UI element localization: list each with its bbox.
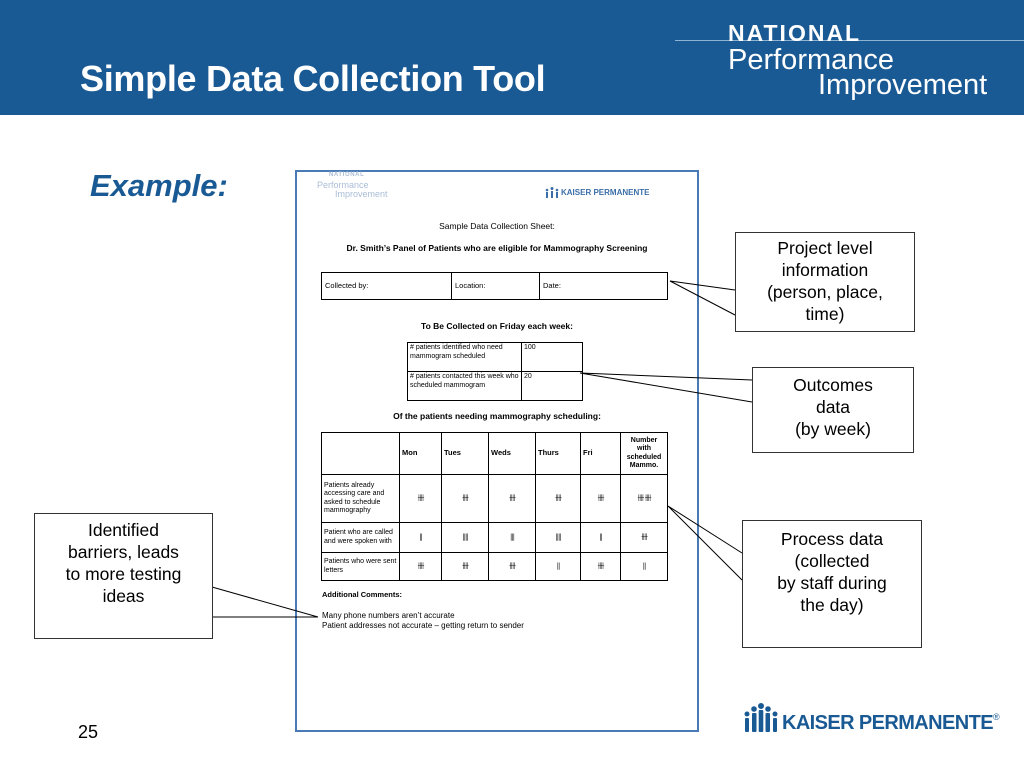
doc-npi-line2: Performance — [317, 180, 369, 190]
doc-subtitle: Dr. Smith’s Panel of Patients who are el… — [346, 243, 648, 253]
tally-mark: 卌 — [441, 552, 489, 581]
weekly-row-value: 100 — [521, 342, 583, 372]
table-row: Patients who were sent letters 卌 卌 卌 || … — [321, 552, 668, 581]
weekly-outcomes-table: # patients identified who need mammogram… — [407, 342, 583, 401]
process-connector — [667, 505, 743, 581]
callout-line: Project level — [777, 238, 873, 258]
npi-logo-line1: NATIONAL — [728, 20, 862, 46]
tally-mark: 卌 — [580, 552, 621, 581]
tally-mark: 卌 卌 — [620, 474, 668, 523]
kaiser-figures-icon — [545, 187, 559, 198]
npi-logo-line2: Performance — [728, 44, 895, 76]
comments-heading: Additional Comments: — [322, 590, 402, 599]
collected-by-cell: Collected by: — [321, 272, 452, 300]
callout-line: information — [781, 260, 869, 280]
sample-data-sheet: NATIONAL Performance Improvement KAISER … — [295, 170, 699, 732]
callout-line: (person, place, — [767, 282, 883, 302]
doc-kaiser-logo: KAISER PERMANENTE — [544, 186, 674, 200]
outcomes-connector — [579, 372, 753, 403]
project-info-table: Collected by: Location: Date: — [321, 272, 668, 300]
slide-title: Simple Data Collection Tool — [80, 58, 546, 99]
kaiser-logo-text: KAISER PERMANENTE® — [782, 712, 1000, 735]
doc-title: Sample Data Collection Sheet: — [439, 221, 555, 231]
process-heading: Of the patients needing mammography sche… — [393, 411, 601, 421]
callout-line: (collected — [794, 551, 870, 571]
barriers-callout: Identified barriers, leads to more testi… — [34, 513, 213, 639]
row-label: Patients already accessing care and aske… — [321, 474, 400, 523]
doc-kaiser-text: KAISER PERMANENTE — [561, 188, 650, 197]
project-level-callout: Project level information (person, place… — [735, 232, 915, 332]
col-weds: Weds — [488, 432, 536, 475]
tally-mark: 卌 — [399, 552, 442, 581]
callout-line: Outcomes — [793, 375, 873, 395]
doc-npi-line1: NATIONAL — [329, 172, 365, 178]
table-row: # patients contacted this week who sched… — [407, 371, 583, 401]
registered-mark: ® — [992, 712, 1000, 722]
title-banner — [0, 0, 1024, 115]
comment-line: Many phone numbers aren’t accurate — [322, 611, 455, 620]
process-data-table: Mon Tues Weds Thurs Fri Number with sche… — [321, 432, 668, 581]
kaiser-logo-name: KAISER PERMANENTE — [782, 712, 994, 734]
callout-line: Identified — [87, 520, 160, 540]
process-callout: Process data (collected by staff during … — [742, 520, 922, 648]
callout-line: Process data — [780, 529, 884, 549]
tally-mark: 卌 — [488, 552, 536, 581]
date-cell: Date: — [539, 272, 668, 300]
callout-line: data — [815, 397, 851, 417]
callout-line: ideas — [102, 586, 145, 606]
project-connector — [669, 280, 736, 316]
weekly-row-value: 20 — [521, 371, 583, 401]
barriers-connector — [211, 586, 319, 618]
kaiser-figures-icon — [744, 703, 778, 732]
callout-line: by staff during — [777, 573, 887, 593]
comment-line: Patient addresses not accurate – getting… — [322, 621, 524, 630]
table-row: # patients identified who need mammogram… — [407, 342, 583, 372]
col-mon: Mon — [399, 432, 442, 475]
location-cell: Location: — [451, 272, 540, 300]
weekly-heading: To Be Collected on Friday each week: — [421, 321, 573, 331]
callout-line: to more testing — [65, 564, 182, 584]
col-fri: Fri — [580, 432, 621, 475]
col-number-scheduled: Number with scheduled Mammo. — [620, 432, 668, 475]
example-label: Example: — [90, 168, 228, 203]
outcomes-callout: Outcomes data (by week) — [752, 367, 914, 453]
callout-line: the day) — [800, 595, 864, 615]
npi-logo-line3: Improvement — [818, 69, 988, 101]
corner-cell — [321, 432, 400, 475]
page-number: 25 — [78, 722, 99, 742]
banner-divider — [675, 40, 1024, 41]
doc-npi-line3: Improvement — [335, 189, 388, 199]
callout-line: time) — [805, 304, 845, 324]
tally-mark: || — [580, 522, 621, 553]
kaiser-logo: KAISER PERMANENTE® — [742, 703, 1000, 739]
tally-mark: ||| — [488, 522, 536, 553]
callout-line: (by week) — [795, 419, 871, 439]
row-label: Patients who were sent letters — [321, 552, 400, 581]
table-row: Patient who are called and were spoken w… — [321, 522, 668, 553]
tally-mark: || — [620, 552, 668, 581]
weekly-row-label: # patients contacted this week who sched… — [407, 371, 522, 401]
callout-line: barriers, leads — [68, 542, 179, 562]
